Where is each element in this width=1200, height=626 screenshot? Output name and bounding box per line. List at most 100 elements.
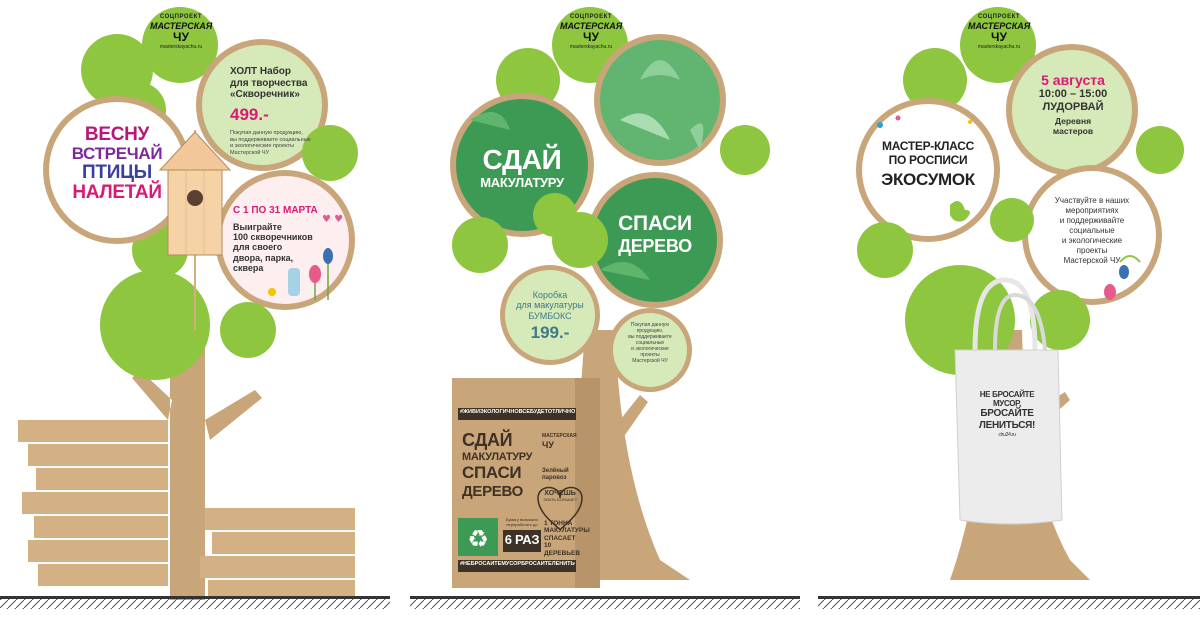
logo-main-text: МАСТЕРСКАЯ xyxy=(968,20,1031,31)
event-venue-1: Деревня xyxy=(1054,116,1092,127)
note-line-6: проекты xyxy=(640,352,660,358)
note-line-1: Покупая данную xyxy=(630,322,670,328)
promo-line-2: 100 скворечников xyxy=(233,231,313,242)
wooden-planks xyxy=(18,420,355,596)
tree-two-small-circle-a xyxy=(452,217,508,273)
bin-headline-1: СДАЙ xyxy=(462,430,513,450)
kit-note-3: и экологические проекты xyxy=(230,143,295,150)
tote-bag-illustration xyxy=(954,277,1063,525)
bin-heart-text: ХОЧЕШЬ ЗНАТЬ БОЛЬШЕ? xyxy=(538,490,582,503)
headline-line-3: ПТИЦЫ xyxy=(82,161,152,183)
kit-title-3: «Скворечник» xyxy=(230,89,300,100)
headline-line-1: ВЕСНУ xyxy=(84,124,150,145)
invite-line-1: Участвуйте в наших xyxy=(1054,196,1130,205)
bin-fact-1: 1 ТОННА xyxy=(544,520,573,527)
bag-line-3: БРОСАЙТЕ xyxy=(980,408,1034,420)
kit-note-2: вы поддерживаете социальные xyxy=(230,136,311,143)
tree-two: ♻ xyxy=(410,7,800,609)
logo-main-text-2: ЧУ xyxy=(173,30,189,45)
tree-one-logo-circle xyxy=(142,7,218,83)
bin-heart-1: ХОЧЕШЬ xyxy=(544,490,576,497)
bin-fact-4: 10 ДЕРЕВЬЕВ xyxy=(544,542,581,557)
tree-two-small-circle-c xyxy=(720,125,770,175)
logo-top-text: СОЦПРОЕКТ xyxy=(159,14,203,20)
bag-tag: chu24.ru xyxy=(998,432,1016,439)
event-place: ЛУДОРВАЙ xyxy=(1042,100,1104,113)
note-line-3: вы поддерживаете xyxy=(628,334,672,340)
bin-fact-2: МАКУЛАТУРЫ xyxy=(544,527,590,535)
kit-title-1: ХОЛТ Набор xyxy=(230,66,292,77)
note-line-5: и экологические xyxy=(631,346,669,352)
tree-two-small-circle-d xyxy=(533,193,577,237)
invite-line-7: Мастерской ЧУ xyxy=(1063,256,1121,265)
recycling-bin: ♻ xyxy=(452,378,600,588)
bin-brand-two-2: паровоз xyxy=(542,474,567,481)
workshop-line-2: ПО РОСПИСИ xyxy=(888,152,968,167)
invite-line-2: мероприятиях xyxy=(1065,206,1119,215)
tree-three-top-left-circle xyxy=(903,48,967,112)
invite-line-4: социальные xyxy=(1069,226,1115,235)
save-line-1: СПАСИ xyxy=(618,212,692,235)
logo-tree-three: СОЦПРОЕКТ МАСТЕРСКАЯ ЧУ masterskayachu.r… xyxy=(968,14,1030,51)
bin-brand-one-2: ЧУ xyxy=(542,439,554,450)
logo-url[interactable]: masterskayachu.ru xyxy=(159,44,203,51)
promo-line-5: сквера xyxy=(233,262,264,273)
event-time: 10:00 – 15:00 xyxy=(1038,88,1108,101)
bag-line-1: НЕ БРОСАЙТЕ xyxy=(979,390,1035,399)
svg-text:♻: ♻ xyxy=(467,525,489,553)
bag-slogan: НЕ БРОСАЙТЕ МУСОР, БРОСАЙТЕ ЛЕНИТЬСЯ! ch… xyxy=(962,390,1052,439)
tree-one-promo: С 1 ПО 31 МАРТА Выиграйте 100 скворечник… xyxy=(233,205,333,273)
tree-three-logo-circle xyxy=(960,7,1036,83)
bin-brand-two-1: Зелёный xyxy=(542,468,569,474)
logo-top-text: СОЦПРОЕКТ xyxy=(977,14,1021,20)
promo-line-1: Выиграйте xyxy=(233,221,282,232)
invite-line-6: проекты xyxy=(1076,246,1108,255)
kit-note-4: Мастерской ЧУ xyxy=(230,149,270,156)
tree-two-save-text: СПАСИ ДЕРЕВО xyxy=(595,212,715,257)
logo-main-text-2: ЧУ xyxy=(991,30,1007,45)
box-title-1: Коробка xyxy=(532,290,568,300)
logo-main-text: МАСТЕРСКАЯ xyxy=(560,20,623,31)
bin-recycle-note-2: переработать до xyxy=(506,521,538,527)
headline-line-4: НАЛЕТАЙ xyxy=(72,181,162,203)
tree-one: ♥ ♥ xyxy=(0,7,390,609)
tree-two-note: Покупая данную продукцию, вы поддерживае… xyxy=(618,322,682,364)
bin-heart-2: ЗНАТЬ БОЛЬШЕ? xyxy=(543,497,577,503)
tree-one-big-bottom-circle xyxy=(100,270,210,380)
kit-note-1: Покупая данную продукцию, xyxy=(230,130,303,137)
tree-one-kit-info: ХОЛТ Набор для творчества «Скворечник» 4… xyxy=(230,66,320,156)
svg-text:♥ ♥: ♥ ♥ xyxy=(322,214,343,225)
note-line-4: социальные xyxy=(635,340,665,346)
tree-two-box-info: Коробка для макулатуры БУМБОКС 199.- xyxy=(510,290,590,343)
bin-brand-one-1: МАСТЕРСКАЯ xyxy=(542,433,577,439)
tree-one-headline: ВЕСНУ ВСТРЕЧАЙ ПТИЦЫ НАЛЕТАЙ xyxy=(60,125,174,203)
main-line-1: СДАЙ xyxy=(482,144,562,175)
bin-fact: 1 ТОННА МАКУЛАТУРЫ СПАСАЕТ 10 ДЕРЕВЬЕВ xyxy=(544,520,590,557)
promo-line-4: двора, парка, xyxy=(233,252,294,263)
bin-tag-top: #ЖИВИЭКОЛОГИЧНОВСЁБУДЕТОТЛИЧНО xyxy=(460,409,575,415)
bin-headline-3: СПАСИ xyxy=(462,463,522,483)
logo-url[interactable]: masterskayachu.ru xyxy=(977,44,1021,51)
note-line-7: Мастерской ЧУ xyxy=(632,358,668,364)
bin-headline-4: ДЕРЕВО xyxy=(462,482,524,500)
tree-one-trunk xyxy=(132,330,262,600)
main-line-2: МАКУЛАТУРУ xyxy=(480,175,564,191)
kit-title-2: для творчества xyxy=(230,77,308,89)
headline-line-2: ВСТРЕЧАЙ xyxy=(71,143,163,163)
bin-headline: СДАЙ МАКУЛАТУРУ СПАСИ ДЕРЕВО xyxy=(462,430,540,500)
bag-line-4: ЛЕНИТЬСЯ! xyxy=(978,419,1036,431)
tree-three-event: 5 августа 10:00 – 15:00 ЛУДОРВАЙ Деревня… xyxy=(1030,72,1116,137)
bin-times: 6 РАЗ xyxy=(504,532,540,547)
logo-url[interactable]: masterskayachu.ru xyxy=(569,44,613,51)
tree-three-small-circle-c xyxy=(990,198,1034,242)
bin-recycle-note-1: Бумагу возможно xyxy=(505,517,539,522)
invite-line-3: и поддерживайте xyxy=(1059,216,1125,225)
tree-three-invite: Участвуйте в наших мероприятиях и поддер… xyxy=(1042,196,1142,266)
box-price: 199.- xyxy=(530,323,570,343)
logo-top-text: СОЦПРОЕКТ xyxy=(569,14,613,20)
bin-recycle-note: Бумагу возможно переработать до xyxy=(500,517,544,527)
kit-price: 499.- xyxy=(230,104,269,124)
bin-brand-two: Зелёный паровоз xyxy=(542,468,577,482)
logo-main-text: МАСТЕРСКАЯ xyxy=(150,20,213,31)
